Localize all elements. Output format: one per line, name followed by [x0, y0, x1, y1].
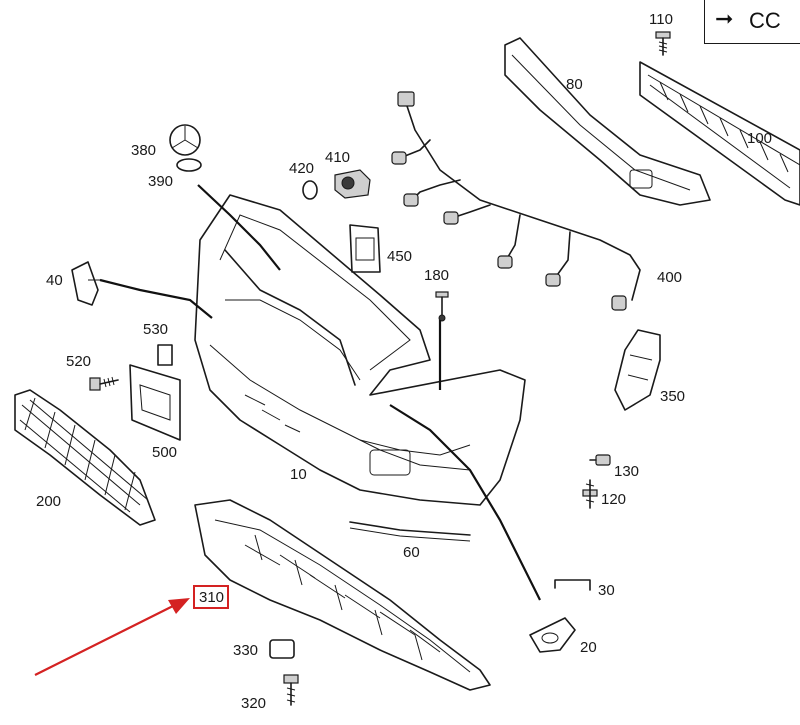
label-180: 180 [424, 267, 450, 284]
legend-box: ➞ CC [704, 0, 800, 44]
label-390: 390 [148, 173, 174, 190]
part-320-bolt [283, 674, 299, 706]
label-20: 20 [580, 639, 597, 656]
label-400: 400 [657, 269, 683, 286]
label-450: 450 [387, 248, 413, 265]
part-400-wiring [391, 91, 641, 311]
label-40: 40 [46, 272, 63, 289]
label-320: 320 [241, 695, 267, 712]
label-330: 330 [233, 642, 259, 659]
label-30: 30 [598, 582, 615, 599]
legend-text: CC [749, 8, 781, 33]
part-310-underbody-shield [194, 499, 491, 691]
part-80-bracket [504, 37, 711, 206]
part-380-emblem [169, 124, 202, 172]
label-60: 60 [403, 544, 420, 561]
label-420: 420 [289, 160, 315, 177]
part-60-strip [349, 521, 471, 542]
part-450-holder [349, 224, 381, 273]
part-30-clip [554, 579, 591, 591]
part-330-nut [269, 639, 295, 659]
part-500-plate-holder [129, 364, 181, 441]
label-530: 530 [143, 321, 169, 338]
part-410-sensor [302, 169, 371, 200]
part-10-bumper [194, 194, 526, 506]
label-410: 410 [325, 149, 351, 166]
part-100-strip [639, 61, 800, 206]
label-80: 80 [566, 76, 583, 93]
part-180-clip [435, 291, 449, 322]
label-110: 110 [649, 11, 673, 28]
part-130-clip [589, 454, 611, 466]
label-130: 130 [614, 463, 640, 480]
label-500: 500 [152, 444, 178, 461]
part-40-bracket [71, 261, 99, 306]
part-110-screw [655, 31, 671, 56]
label-380: 380 [131, 142, 157, 159]
part-200-grille [14, 389, 156, 526]
part-530-clip [157, 344, 173, 366]
part-20-tow-cover [529, 617, 576, 653]
arrow-right-icon: ➞ [715, 6, 734, 31]
leader-lines [88, 184, 541, 601]
label-100: 100 [747, 130, 773, 147]
label-350: 350 [660, 388, 686, 405]
callout-box-310: 310 [193, 585, 229, 609]
label-310: 310 [199, 589, 225, 606]
part-120-screw [582, 479, 598, 509]
part-520-bolt [89, 376, 119, 391]
label-200: 200 [36, 493, 62, 510]
highlight-arrow [34, 598, 190, 676]
label-120: 120 [601, 491, 627, 508]
part-350-bracket [614, 329, 661, 411]
label-520: 520 [66, 353, 92, 370]
label-10: 10 [290, 466, 307, 483]
